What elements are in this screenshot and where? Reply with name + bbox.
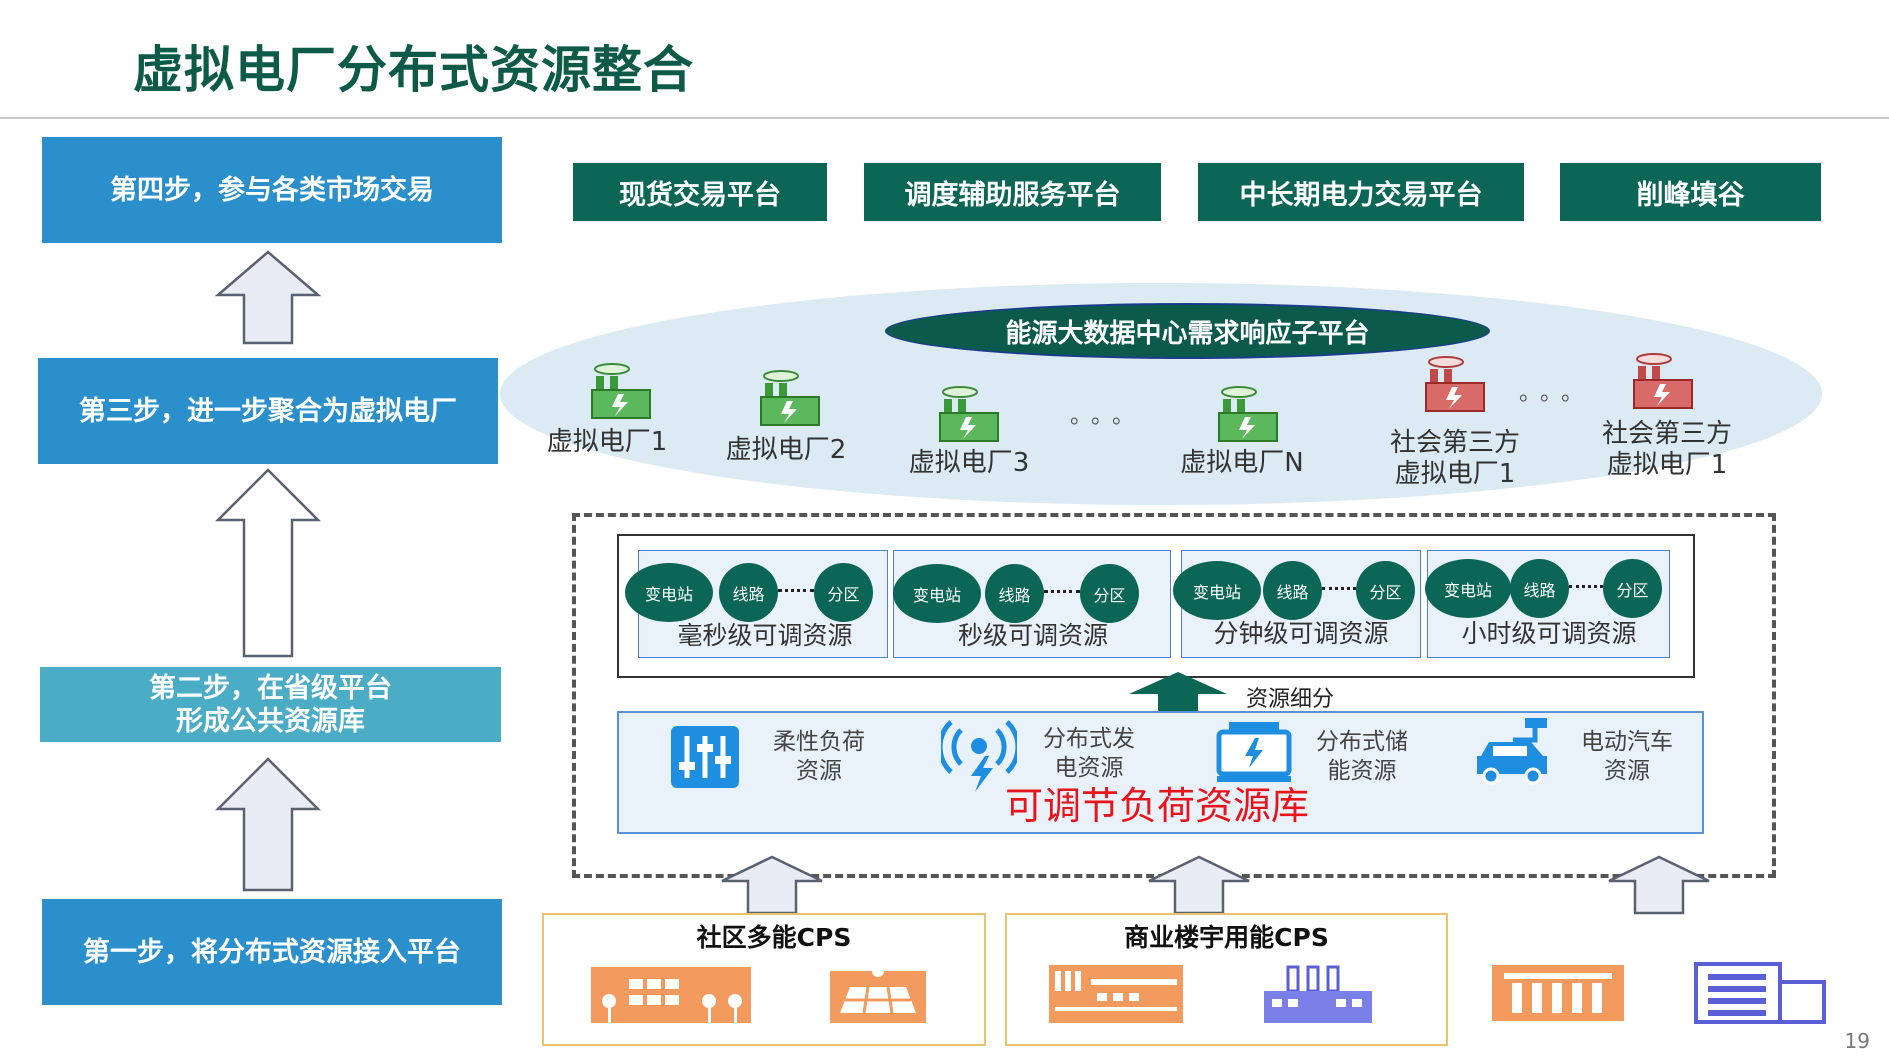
step-1-label: 第一步，将分布式资源接入平台 (83, 936, 461, 968)
page-title: 虚拟电厂分布式资源整合 (133, 41, 694, 99)
office-building-icon (1694, 962, 1826, 1024)
cps-title: 商业楼宇用能CPS (1124, 923, 1329, 952)
node-zone: 分区 (1603, 559, 1662, 618)
ellipsis: 。。。 (1519, 381, 1594, 406)
page-number: 19 (1844, 1029, 1870, 1053)
factory-red-icon (1425, 356, 1485, 412)
node-connector (1044, 590, 1080, 593)
industrial-plant-icon (1264, 965, 1372, 1023)
factory-green-icon (939, 386, 999, 442)
platform-label: 中长期电力交易平台 (1239, 179, 1483, 211)
step-4: 第四步，参与各类市场交易 (42, 137, 502, 243)
public-building-icon (1492, 965, 1624, 1021)
tier-label: 毫秒级可调资源 (677, 621, 853, 650)
factory-green-icon (1218, 386, 1278, 442)
step-2: 第二步，在省级平台 形成公共资源库 (40, 667, 501, 742)
node-connector (1569, 585, 1603, 588)
up-arrow-icon (215, 250, 321, 345)
platform-spot-trading: 现货交易平台 (573, 163, 827, 221)
node-substation: 变电站 (893, 564, 981, 623)
node-line: 线路 (1263, 561, 1322, 620)
step-2-label: 第二步，在省级平台 形成公共资源库 (149, 672, 392, 737)
factory-green-icon (760, 370, 820, 426)
platform-label: 削峰填谷 (1636, 179, 1745, 211)
up-arrow-icon (1608, 855, 1710, 915)
title-divider (0, 117, 1889, 119)
hub-title: 能源大数据中心需求响应子平台 (1005, 318, 1370, 349)
node-zone: 分区 (814, 563, 873, 622)
up-arrow-icon (721, 855, 823, 915)
platform-label: 现货交易平台 (619, 179, 781, 211)
up-arrow-icon (1148, 855, 1250, 915)
platform-peak-shaving: 削峰填谷 (1560, 163, 1821, 221)
factory-red-icon (1633, 353, 1693, 409)
vpp-label: 社会第三方 虚拟电厂1 (1601, 419, 1732, 480)
ellipsis: 。。。 (1070, 404, 1145, 429)
community-building-icon (591, 967, 751, 1023)
solar-panel-icon (830, 965, 926, 1023)
data-center-hub: 能源大数据中心需求响应子平台 (885, 303, 1490, 359)
sliders-icon (671, 726, 739, 788)
node-connector (1322, 587, 1356, 590)
node-substation: 变电站 (1173, 561, 1261, 620)
platform-label: 调度辅助服务平台 (904, 179, 1121, 211)
node-zone: 分区 (1080, 564, 1139, 623)
wireless-power-icon (941, 720, 1017, 792)
vpp-label: 虚拟电厂N (1180, 448, 1304, 478)
pool-item-label: 电动汽车 资源 (1581, 729, 1673, 784)
cps-community-box (542, 913, 986, 1046)
pool-item-label: 分布式储 能资源 (1316, 729, 1408, 784)
node-substation: 变电站 (625, 563, 713, 622)
pool-item-label: 柔性负荷 资源 (773, 729, 865, 784)
up-arrow-icon (215, 757, 321, 892)
commercial-building-icon (1049, 965, 1183, 1023)
vpp-label: 虚拟电厂1 (546, 427, 668, 457)
node-connector (778, 589, 814, 592)
battery-storage-icon (1216, 722, 1292, 782)
cps-title: 社区多能CPS (696, 923, 852, 952)
node-line: 线路 (985, 564, 1044, 623)
step-1: 第一步，将分布式资源接入平台 (42, 899, 502, 1005)
factory-green-icon (591, 363, 651, 419)
tier-label: 小时级可调资源 (1461, 619, 1637, 648)
step-4-label: 第四步，参与各类市场交易 (110, 174, 434, 206)
node-substation: 变电站 (1425, 559, 1511, 618)
tier-label: 秒级可调资源 (957, 621, 1108, 650)
node-line: 线路 (1510, 559, 1569, 618)
step-3: 第三步，进一步聚合为虚拟电厂 (38, 358, 498, 464)
platform-ancillary-services: 调度辅助服务平台 (864, 163, 1161, 221)
pool-title: 可调节负荷资源库 (1005, 784, 1310, 828)
up-arrow-green-icon (1129, 672, 1227, 716)
platform-mid-long-term-trading: 中长期电力交易平台 (1198, 163, 1524, 221)
node-zone: 分区 (1356, 561, 1415, 620)
vpp-label: 虚拟电厂3 (908, 448, 1030, 478)
pool-item-label: 分布式发 电资源 (1043, 726, 1135, 781)
vpp-label: 社会第三方 虚拟电厂1 (1389, 428, 1520, 489)
vpp-label: 虚拟电厂2 (725, 435, 847, 465)
up-arrow-icon (215, 468, 321, 658)
subdivide-label: 资源细分 (1246, 687, 1335, 712)
cps-commercial-box (1005, 913, 1448, 1046)
tier-label: 分钟级可调资源 (1213, 619, 1389, 648)
ev-charging-icon (1477, 718, 1547, 785)
node-line: 线路 (719, 563, 778, 622)
step-3-label: 第三步，进一步聚合为虚拟电厂 (79, 395, 457, 427)
